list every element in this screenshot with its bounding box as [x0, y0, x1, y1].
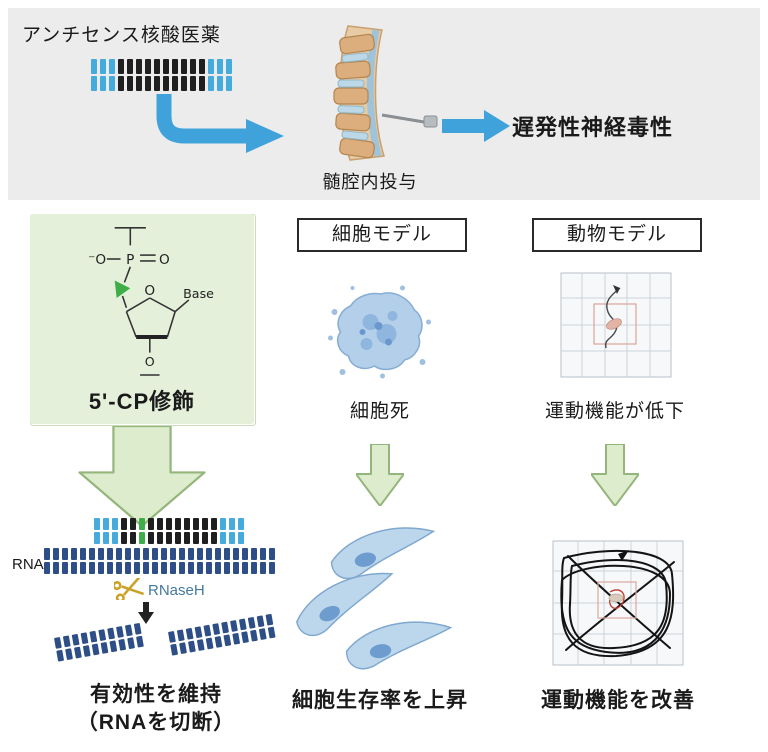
track2-arrow-head: [618, 550, 629, 561]
spine-illustration: [333, 25, 438, 161]
big-down-arrow-icon: [78, 426, 206, 526]
cell-model-header: 細胞モデル: [297, 218, 467, 252]
track-arrow-head: [613, 285, 620, 294]
neurotoxicity-label: 遅発性神経毒性: [512, 115, 674, 140]
cleaved-rna-illustration: [54, 613, 276, 662]
motor-improve-label: 運動機能を改善: [541, 689, 695, 712]
phosphate-o-minus: ⁻O: [88, 252, 106, 268]
healthy-cells-illustration: [296, 527, 453, 670]
big-down-arrow-shape: [78, 426, 206, 526]
nucleus-fragments: [359, 322, 392, 346]
antisense-strand-bars: [94, 518, 244, 544]
rna-strand-bars: [44, 548, 275, 574]
cleave-down-arrow-icon: [138, 602, 154, 624]
animal-down-arrow-shape: [591, 444, 639, 506]
mouse2-body: [608, 593, 624, 603]
openfield-after-illustration: [552, 540, 684, 666]
motor-decline-label: 運動機能が低下: [544, 401, 685, 422]
dying-cell-illustration: [328, 285, 431, 379]
dense-movement-track: [560, 550, 675, 658]
chemical-labels: ⁻O P O O Base O: [88, 252, 214, 369]
bottom-oxygen: O: [145, 354, 155, 369]
animal-model-header: 動物モデル: [532, 218, 702, 252]
chemical-structure-illustration: ⁻O P O O Base O: [88, 227, 214, 376]
aso-rna-duplex-illustration: [44, 518, 275, 574]
healthy-cell-1: [330, 527, 436, 580]
phosphate-p: P: [126, 252, 134, 268]
right-arrow-shape: [442, 110, 510, 142]
healthy-cell-3: [345, 621, 453, 670]
cleave-down-arrow-shape: [138, 602, 154, 624]
curved-arrow-icon: [156, 94, 284, 153]
vertebrae: [333, 33, 375, 159]
intervertebral-discs: [337, 52, 369, 141]
scissors-shape: [114, 578, 144, 600]
ring-oxygen: O: [144, 283, 155, 299]
injection-label: 髄腔内投与: [322, 172, 418, 192]
right-arrow-icon: [442, 110, 510, 142]
rna-strand-label: RNA: [12, 556, 44, 573]
needle-hub: [423, 115, 438, 128]
efficacy-label-line2: （RNAを切断）: [76, 711, 236, 734]
chemical-bonds: [106, 227, 190, 376]
aso-oligo-illustration: [91, 59, 232, 91]
cp-modification-label: 5'-CP修飾: [88, 389, 196, 414]
rna-fragment-left: [54, 623, 144, 662]
center-zone-outline: [593, 303, 637, 345]
modification-panel-bg: [30, 214, 254, 424]
cell-survival-label: 細胞生存率を上昇: [292, 689, 468, 712]
mouse-body: [606, 318, 622, 330]
openfield-before-illustration: [560, 272, 672, 378]
efficacy-label-line1: 有効性を維持: [90, 683, 222, 706]
rna-fragment-right: [168, 613, 276, 656]
cyclopropane-highlight: [114, 280, 131, 298]
cell-down-arrow-shape: [356, 444, 404, 506]
center-zone2-outline: [597, 581, 637, 619]
base-label: Base: [183, 286, 214, 301]
scissors-icon: [114, 578, 144, 600]
rnaseh-label: RNaseH: [148, 582, 205, 599]
curved-arrow-shaft: [156, 94, 250, 144]
healthy-cell-2: [296, 572, 394, 637]
aso-oligo-bars: [91, 59, 232, 91]
aso-title: アンチセンス核酸医薬: [22, 25, 221, 46]
cell-down-arrow-icon: [356, 444, 404, 506]
curved-arrow-head: [246, 119, 284, 153]
phosphate-o: O: [159, 252, 170, 268]
center-track-red: [609, 589, 625, 609]
animal-down-arrow-icon: [591, 444, 639, 506]
top-banner: [8, 8, 760, 200]
apoptotic-bodies: [328, 285, 431, 379]
cell-death-label: 細胞死: [349, 401, 410, 422]
